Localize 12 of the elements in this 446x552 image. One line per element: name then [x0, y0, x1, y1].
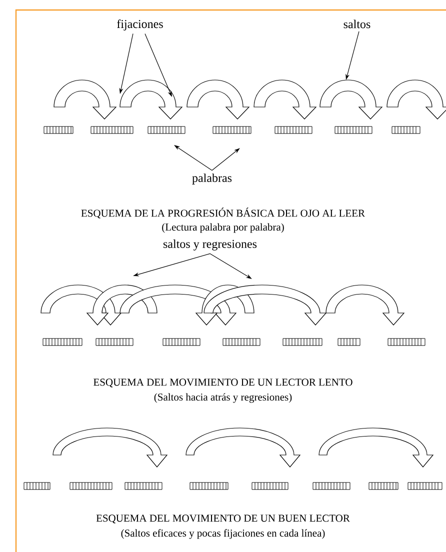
caption-title: ESQUEMA DEL MOVIMIENTO DE UN BUEN LECTOR	[96, 514, 350, 524]
caption-subtitle: (Lectura palabra por palabra)	[162, 223, 284, 233]
callout-text: saltos y regresiones	[164, 240, 257, 250]
callout-text: fijaciones	[117, 20, 163, 30]
callout-text: palabras	[192, 174, 232, 184]
caption-subtitle: (Saltos hacia atrás y regresiones)	[154, 393, 292, 403]
leader-line	[212, 148, 240, 171]
leader-line	[174, 145, 212, 171]
caption-title: ESQUEMA DEL MOVIMIENTO DE UN LECTOR LENTO	[94, 378, 352, 388]
caption-title: ESQUEMA DE LA PROGRESIÓN BÁSICA DEL OJO AL LEER	[81, 208, 365, 218]
callout-text: saltos	[344, 20, 370, 28]
caption-subtitle: (Saltos eficaces y pocas fijaciones en cada línea)	[121, 529, 325, 539]
